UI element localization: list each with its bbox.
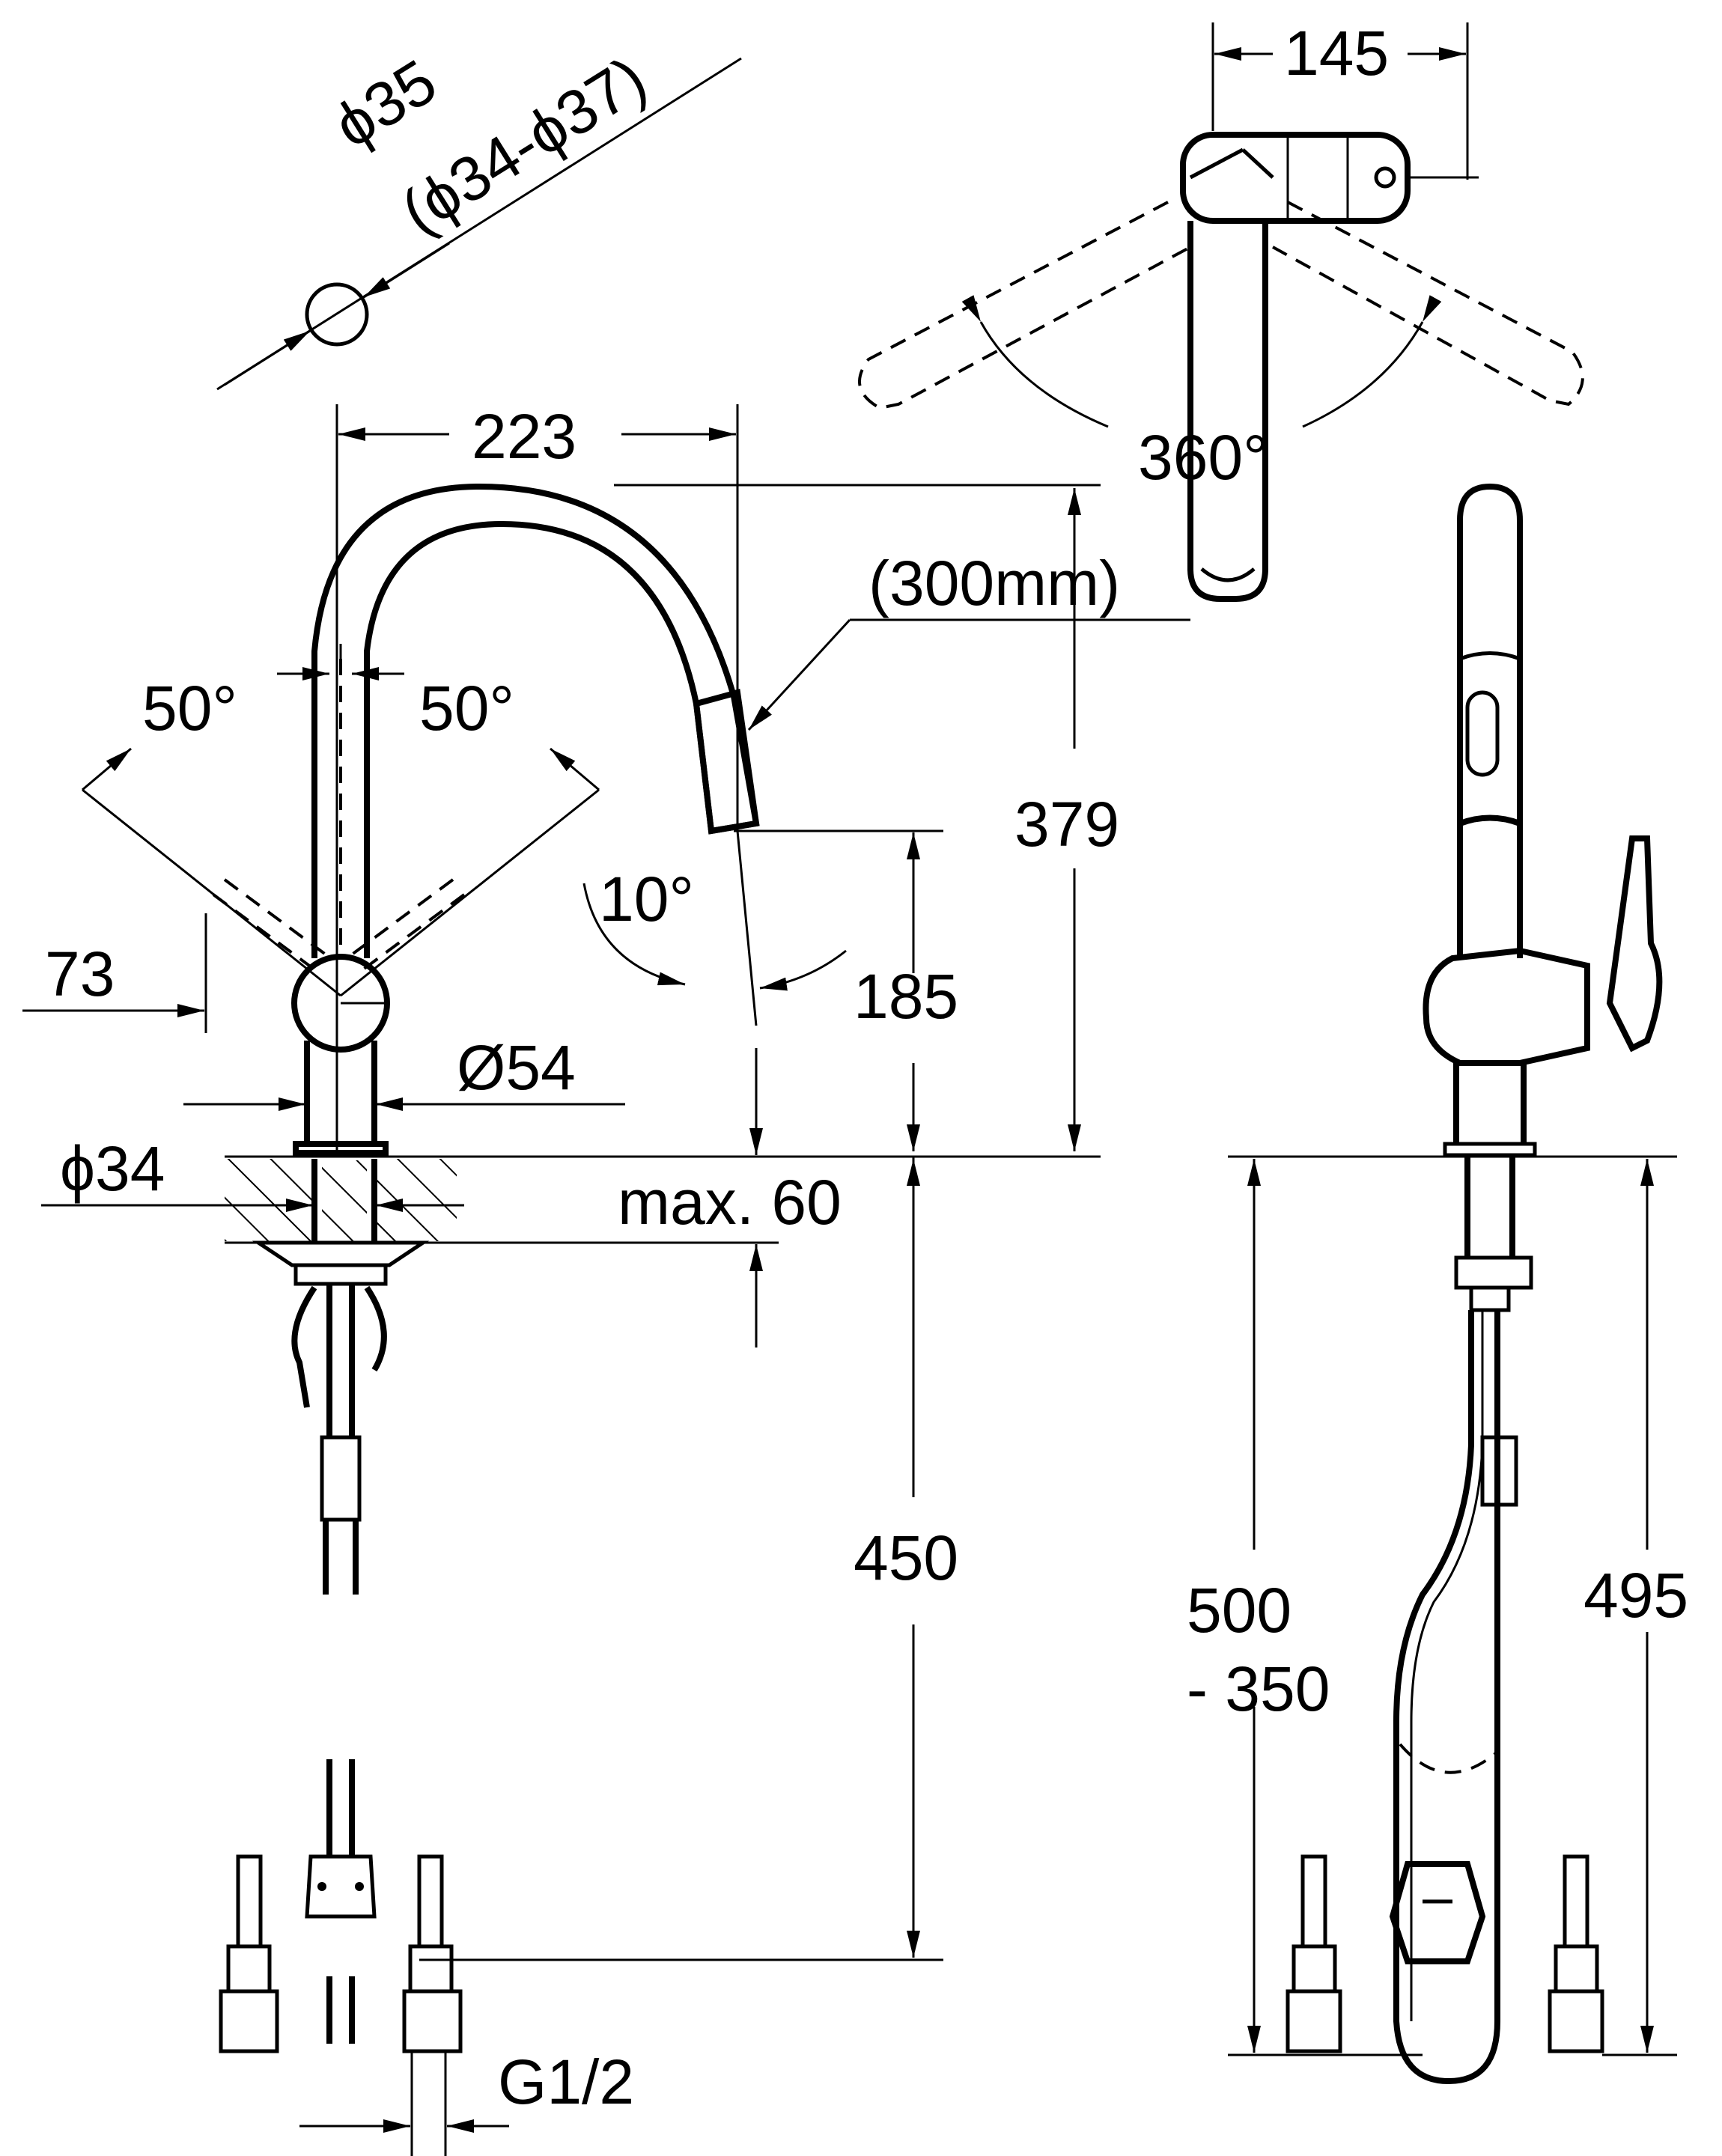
countertop-section-left [225, 1159, 314, 1241]
spray-button [1465, 690, 1500, 777]
countertop-section-right [374, 1159, 457, 1241]
width-label: 145 [1284, 18, 1389, 88]
top-view: 145 360° [858, 18, 1584, 602]
pullout-hose [1393, 1310, 1500, 2085]
hose-length-label: 450 [854, 1523, 958, 1593]
diameter-label: ϕ35 [322, 46, 448, 161]
hose-connector [320, 1435, 362, 1522]
pullout-range-top: 500 [1187, 1575, 1292, 1645]
lever-angle-right: 50° [419, 673, 514, 743]
mounting-nut [252, 1240, 430, 1267]
pipe-diameter-view: ϕ35 (ϕ34-ϕ37) [216, 43, 742, 391]
spray-head [693, 688, 760, 835]
reach-label: 223 [472, 401, 576, 472]
hole-diameter-label: ϕ34 [60, 1133, 165, 1204]
spray-angle-label: 10° [599, 864, 694, 934]
bottom-connectors-right [1286, 1854, 1604, 2053]
supply-hose-left [291, 1285, 317, 1408]
hose-weight [1389, 1861, 1486, 1964]
rotation-arc [961, 295, 1109, 428]
front-spout [1457, 483, 1523, 958]
hose-label: (300mm) [868, 548, 1120, 618]
diameter-range-label: (ϕ34-ϕ37) [389, 43, 658, 247]
top-spout-rotated-right [1272, 201, 1584, 406]
thread-label: G1/2 [498, 2047, 634, 2117]
bottom-connectors-left [219, 1759, 463, 2156]
supply-hose-right [364, 1285, 387, 1372]
top-spout [1187, 221, 1268, 602]
pullout-range-bottom: - 350 [1187, 1654, 1330, 1724]
lever-pin-icon [1374, 166, 1396, 189]
pipe-section-circle [305, 282, 369, 347]
hose-drop-label: 495 [1583, 1560, 1688, 1630]
front-body [1423, 947, 1590, 1066]
spout-height-label: 185 [854, 961, 958, 1032]
lever-position-left [212, 878, 327, 971]
lever-offset-label: 73 [45, 939, 115, 1009]
spray-angle-arc [582, 883, 686, 986]
lever-position-right [350, 878, 466, 971]
side-view: 223 379 (300mm) 50° 50° [22, 401, 1190, 2156]
height-label: 379 [1014, 789, 1119, 859]
body-diameter-label: Ø54 [457, 1032, 576, 1103]
rotation-label: 360° [1138, 422, 1268, 493]
front-view: 500 - 350 495 [1187, 483, 1688, 2085]
front-lever [1606, 835, 1663, 1053]
counter-thickness-label: max. 60 [618, 1167, 842, 1237]
top-body [1180, 132, 1411, 224]
lever-angle-left: 50° [142, 673, 237, 743]
